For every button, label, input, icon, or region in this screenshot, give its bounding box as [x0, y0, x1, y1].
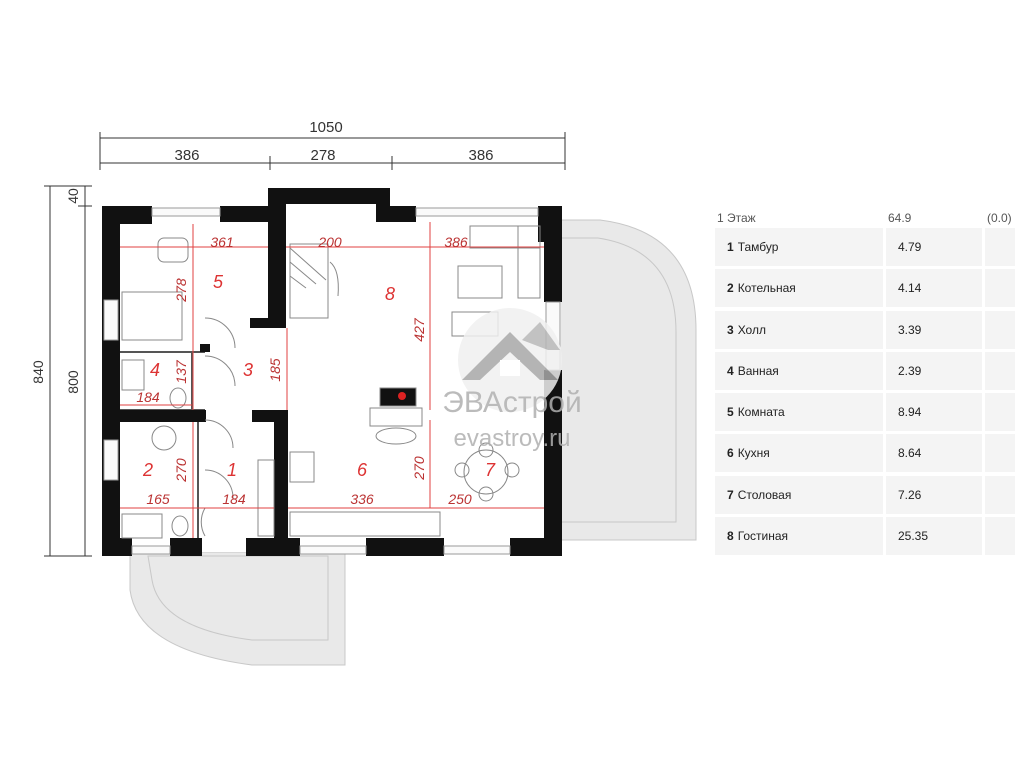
- room-name: Холл: [737, 322, 766, 337]
- empty-cell: [985, 269, 1015, 308]
- room-name: Котельная: [737, 281, 796, 296]
- room-number: 5: [727, 405, 734, 420]
- room-number: 4: [150, 360, 160, 380]
- room-number: 1: [227, 460, 237, 480]
- terrace-right: [559, 219, 697, 541]
- room-number: 6: [727, 446, 734, 461]
- floor-label: 1 Этаж: [717, 211, 756, 225]
- room-number: 8: [727, 529, 734, 544]
- watermark-site: evastroy.ru: [454, 425, 571, 452]
- room-number: 3: [727, 322, 734, 337]
- dimension-lines: [44, 132, 566, 557]
- room-number: 7: [727, 487, 734, 502]
- empty-cell: [985, 228, 1015, 266]
- room-dimension: 184: [136, 389, 160, 405]
- room-dimension: 427: [411, 317, 427, 342]
- total-area: 64.9: [888, 211, 912, 225]
- room-dimension: 137: [173, 359, 189, 384]
- room-number: 6: [357, 460, 368, 480]
- room-area: 8.64: [886, 434, 982, 473]
- room-name: Столовая: [737, 487, 792, 502]
- room-area: 4.79: [886, 228, 982, 266]
- room-dimension: 270: [173, 458, 189, 483]
- inner-depth-label: 800: [65, 370, 81, 394]
- room-dimension: 165: [146, 491, 170, 507]
- room-dimension: 386: [444, 234, 468, 250]
- extra-area: (0.0): [987, 211, 1012, 225]
- room-area: 8.94: [886, 393, 982, 432]
- room-name: Кухня: [737, 446, 770, 461]
- empty-cell: [985, 517, 1015, 556]
- middle-width-label: 278: [310, 147, 335, 164]
- room-area: 4.14: [886, 269, 982, 308]
- room-area: 7.26: [886, 475, 982, 514]
- room-area: 25.35: [886, 517, 982, 556]
- room-dimension: 250: [447, 491, 472, 507]
- offset-top-label: 40: [65, 188, 81, 204]
- room-name: Тамбур: [737, 240, 779, 254]
- room-number: 3: [243, 360, 253, 380]
- room-number: 2: [142, 460, 153, 480]
- empty-cell: [985, 393, 1015, 432]
- room-dimension: 185: [267, 358, 283, 382]
- watermark-brand: ЭВАстрой: [442, 386, 581, 419]
- floor-plan: 1050 386 278 386 840 800 40 361 278 5 13…: [30, 119, 697, 666]
- room-number: 7: [485, 460, 496, 480]
- room-number: 1: [727, 240, 734, 254]
- room-number: 4: [727, 363, 734, 378]
- room-dimension: 184: [222, 491, 246, 507]
- room-name: Комната: [737, 405, 785, 420]
- empty-cell: [985, 351, 1015, 390]
- room-number: 8: [385, 284, 395, 304]
- room-dimension: 270: [411, 456, 427, 481]
- room-dimension: 278: [173, 278, 189, 303]
- room-name: Ванная: [737, 363, 779, 378]
- empty-cell: [985, 434, 1015, 473]
- room-number: 5: [213, 272, 224, 292]
- overall-depth-label: 840: [30, 360, 46, 384]
- room-area: 2.39: [886, 351, 982, 390]
- right-width-label: 386: [468, 147, 493, 164]
- room-dimension: 361: [210, 234, 233, 250]
- overall-width-label: 1050: [309, 119, 342, 136]
- watermark: ЭВАстрой evastroy.ru: [442, 308, 582, 452]
- fireplace-flame-icon: [398, 392, 406, 400]
- room-dimension: 200: [317, 234, 342, 250]
- furniture: [121, 225, 541, 539]
- empty-cell: [985, 475, 1015, 514]
- room-number: 2: [727, 281, 734, 296]
- empty-cell: [985, 310, 1015, 349]
- room-area: 3.39: [886, 310, 982, 349]
- room-dimension-lines: [120, 222, 544, 538]
- room-dimension: 336: [350, 491, 374, 507]
- left-width-label: 386: [174, 147, 199, 164]
- room-name: Гостиная: [737, 529, 789, 544]
- terrace-bottom-left: [129, 551, 346, 666]
- legend-header: 1 Этаж 64.9 (0.0): [715, 208, 1015, 228]
